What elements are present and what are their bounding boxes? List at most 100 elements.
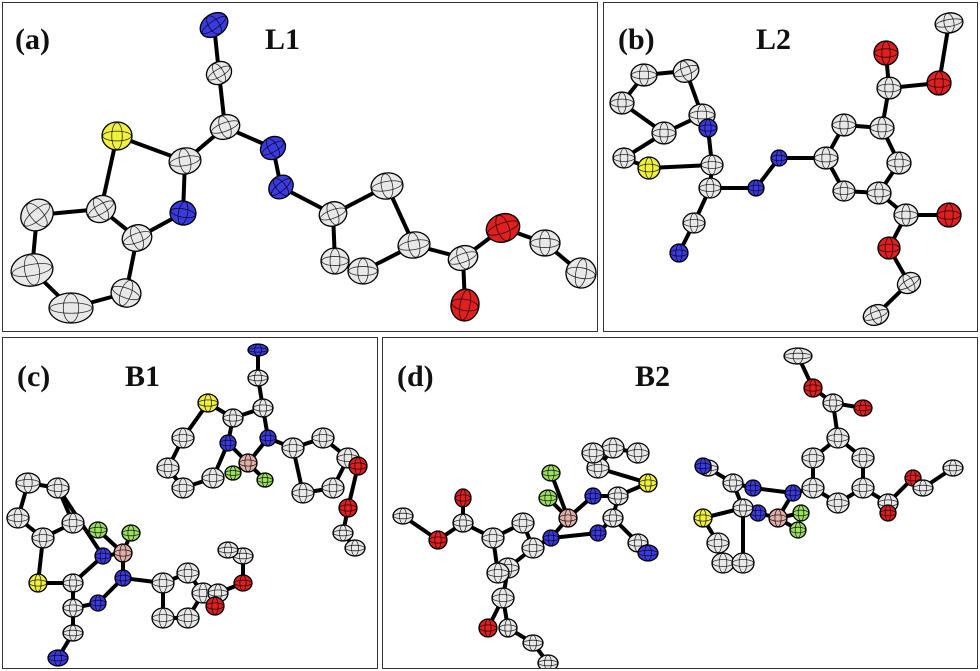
sulfur-atom	[197, 393, 219, 413]
nitrogen-atom	[169, 200, 197, 226]
boron-atom	[558, 508, 578, 528]
nitrogen-atom	[268, 174, 294, 200]
carbon-atom	[866, 181, 892, 205]
carbon-atom	[62, 624, 84, 642]
nitrogen-atom	[637, 544, 659, 562]
oxygen-atom	[348, 456, 368, 476]
carbon-atom	[121, 224, 153, 252]
nitrogen-atom	[89, 594, 107, 612]
oxygen-atom	[233, 574, 253, 592]
carbon-atom	[62, 573, 84, 593]
oxygen-atom	[450, 288, 480, 322]
carbon-atom	[522, 634, 544, 652]
carbon-atom	[176, 607, 200, 629]
oxygen-atom	[803, 378, 823, 398]
carbon-atom	[876, 76, 902, 100]
carbon-atom	[801, 447, 825, 469]
carbon-atom	[48, 292, 94, 324]
sulfur-atom	[638, 473, 658, 493]
sulfur-atom	[637, 156, 661, 180]
nitrogen-atom	[199, 11, 229, 39]
carbon-atom	[826, 492, 850, 514]
carbon-atom	[682, 212, 706, 234]
panel-d: (d) B2	[382, 337, 978, 669]
carbon-atom	[912, 479, 934, 497]
nitrogen-atom	[694, 457, 712, 475]
structure-b1	[6, 343, 368, 667]
carbon-atom	[826, 427, 850, 449]
carbon-atom	[171, 427, 195, 449]
carbon-atom	[831, 113, 857, 137]
fluorine-atom	[792, 504, 810, 522]
carbon-atom	[176, 562, 200, 584]
carbon-atom	[110, 278, 142, 308]
nitrogen-atom	[584, 487, 602, 505]
carbon-atom	[565, 257, 597, 289]
panel-c: (c) B1	[2, 337, 378, 669]
fluorine-atom	[538, 489, 558, 507]
carbon-atom	[813, 146, 839, 170]
carbon-atom	[832, 180, 856, 202]
carbon-atom	[201, 467, 225, 489]
atoms	[6, 343, 368, 667]
carbon-atom	[851, 447, 875, 469]
carbon-atom	[672, 59, 700, 83]
panel-b-tag: (b)	[618, 23, 655, 56]
carbon-atom	[609, 91, 635, 115]
sulfur-atom	[693, 508, 713, 528]
carbon-atom	[151, 572, 175, 594]
atoms	[10, 11, 597, 324]
oxygen-atom	[205, 596, 225, 616]
bonds	[30, 23, 583, 310]
nitrogen-atom	[669, 243, 689, 263]
carbon-atom	[191, 582, 215, 604]
panel-d-name: B2	[635, 360, 671, 393]
panel-a-tag: (a)	[15, 23, 50, 56]
carbon-atom	[706, 532, 730, 554]
carbon-atom	[281, 437, 305, 459]
nitrogen-atom	[747, 179, 765, 197]
fluorine-atom	[256, 472, 274, 488]
carbon-atom	[942, 459, 964, 477]
sulfur-atom	[101, 121, 133, 151]
nitrogen-atom	[744, 479, 762, 497]
nitrogen-atom	[47, 649, 69, 667]
carbon-atom	[612, 147, 636, 169]
carbon-atom	[347, 257, 379, 285]
carbon-atom	[869, 116, 895, 140]
nitrogen-atom	[770, 149, 788, 167]
carbon-atom	[581, 442, 605, 464]
carbon-atom	[700, 154, 724, 176]
carbon-atom	[851, 477, 875, 499]
carbon-atom	[156, 457, 180, 479]
carbon-atom	[651, 121, 677, 145]
carbon-atom	[217, 541, 239, 559]
oxygen-atom	[926, 70, 952, 96]
panel-c-tag: (c)	[17, 360, 51, 393]
carbon-atom	[15, 472, 41, 494]
carbon-atom	[344, 539, 366, 557]
carbon-atom	[698, 177, 722, 199]
carbon-atom	[822, 393, 844, 413]
panel-b: (b) L2	[603, 2, 978, 332]
carbon-atom	[168, 147, 202, 175]
carbon-atom	[85, 194, 117, 224]
oxygen-atom	[485, 212, 521, 244]
carbon-atom	[783, 347, 813, 365]
panel-d-tag: (d)	[397, 360, 434, 393]
panel-b-name: L2	[756, 23, 792, 56]
fluorine-atom	[88, 521, 108, 539]
carbon-atom	[732, 498, 754, 518]
carbon-atom	[537, 654, 559, 668]
carbon-atom	[31, 527, 55, 549]
carbon-atom	[171, 477, 195, 499]
carbon-atom	[311, 427, 335, 449]
carbon-atom	[529, 229, 561, 257]
carbon-atom	[151, 607, 175, 629]
fluorine-atom	[121, 524, 141, 542]
carbon-atom	[392, 507, 414, 525]
carbon-atom	[397, 231, 431, 259]
fluorine-atom	[224, 465, 242, 481]
carbon-atom	[481, 527, 505, 549]
carbon-atom	[630, 63, 658, 87]
